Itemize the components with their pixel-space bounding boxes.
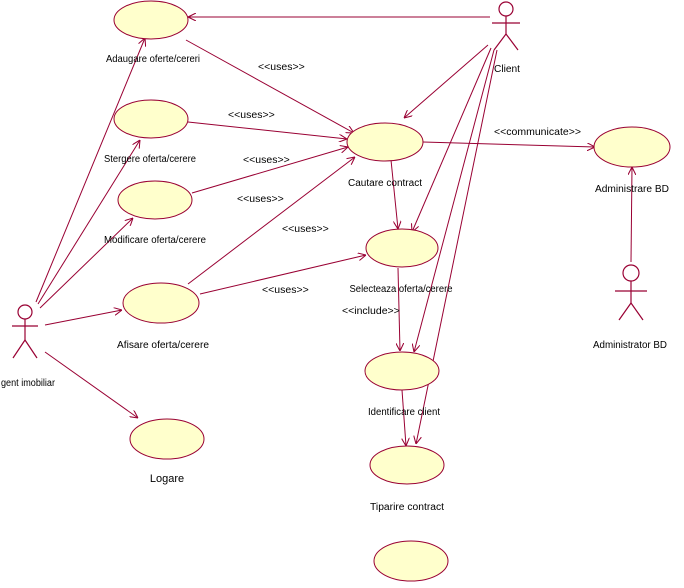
use-case-bottom[interactable]: [373, 540, 449, 582]
label-cautare: Cautare contract: [348, 178, 422, 189]
link-identificare-tiparire: [402, 389, 406, 446]
label-stergere: Stergere oferta/cerere: [104, 154, 196, 165]
uses-afisare-selecteaza: [199, 255, 366, 295]
link-admin-administrare: [631, 167, 632, 263]
label-afisare: Afisare oferta/cerere: [117, 340, 209, 351]
link-agent-adaugare: [35, 38, 145, 303]
use-case-selecteaza[interactable]: [365, 228, 439, 268]
label-adaugare: Adaugare oferte/cereri: [106, 54, 200, 65]
use-case-stergere[interactable]: [113, 99, 189, 139]
communicate-cautare-administrare: [422, 141, 595, 147]
stereotype-uses-2: <<uses>>: [228, 109, 275, 121]
uses-modificare-cautare: [191, 147, 348, 194]
stereotype-include: <<include>>: [342, 305, 400, 317]
use-case-cautare[interactable]: [346, 122, 424, 162]
actor-admin-head: [622, 264, 640, 282]
label-actor-admin: Administrator BD: [593, 340, 667, 351]
actor-agent-imobiliar[interactable]: [12, 304, 38, 359]
uses-afisare-cautare: [187, 157, 355, 285]
actor-client-head: [498, 1, 514, 17]
stereotype-uses-1: <<uses>>: [258, 61, 305, 73]
connections: [35, 17, 632, 446]
stereotype-communicate: <<communicate>>: [494, 126, 581, 138]
stereotype-labels: <<uses>> <<uses>> <<uses>> <<uses>> <<us…: [228, 61, 581, 317]
use-cases: [113, 0, 671, 582]
link-agent-modificare: [39, 218, 133, 309]
actor-client[interactable]: [492, 1, 520, 51]
label-identificare: Identificare client: [368, 407, 440, 418]
uses-stergere-cautare: [187, 121, 347, 139]
use-case-adaugare[interactable]: [113, 0, 189, 40]
label-administrare: Administrare BD: [595, 184, 669, 195]
actor-agent-head: [17, 304, 33, 320]
link-client-identificare: [414, 49, 495, 352]
use-case-modificare[interactable]: [117, 180, 193, 220]
stereotype-uses-6: <<uses>>: [262, 284, 309, 296]
actor-administrator-bd[interactable]: [615, 264, 647, 321]
link-client-cautare: [404, 44, 489, 118]
label-modificare: Modificare oferta/cerere: [104, 235, 206, 246]
use-case-logare[interactable]: [129, 418, 205, 460]
label-actor-agent: gent imobiliar: [1, 378, 56, 389]
link-agent-afisare: [44, 310, 122, 326]
label-actor-client: Client: [494, 64, 520, 75]
include-selecteaza-identificare: [398, 267, 400, 351]
use-case-tiparire[interactable]: [369, 445, 445, 485]
label-tiparire: Tiparire contract: [370, 502, 444, 513]
link-agent-stergere: [37, 140, 140, 305]
actor-labels: gent imobiliar Client Administrator BD: [1, 64, 667, 389]
stereotype-uses-4: <<uses>>: [237, 193, 284, 205]
link-agent-logare: [44, 351, 138, 418]
use-case-afisare[interactable]: [122, 282, 200, 324]
use-case-administrare[interactable]: [593, 126, 671, 168]
use-case-identificare[interactable]: [364, 351, 440, 391]
stereotype-uses-5: <<uses>>: [282, 223, 329, 235]
label-selecteaza: Selecteaza oferta/cerere: [350, 284, 453, 295]
label-logare: Logare: [150, 473, 184, 485]
link-cautare-selecteaza: [390, 159, 398, 229]
use-case-labels: Adaugare oferte/cereri Stergere oferta/c…: [104, 54, 669, 513]
link-client-selecteaza: [412, 47, 492, 232]
uses-adaugare-cautare: [185, 39, 354, 133]
stereotype-uses-3: <<uses>>: [243, 154, 290, 166]
